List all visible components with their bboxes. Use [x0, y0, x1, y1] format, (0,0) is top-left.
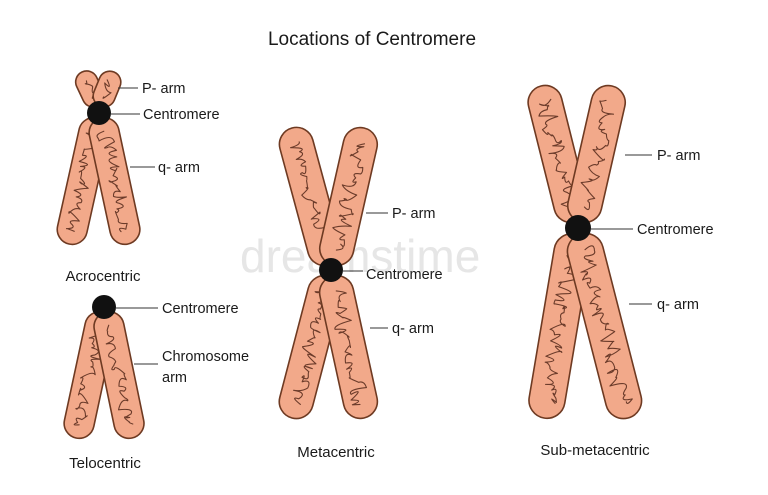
watermark: dreamstime [240, 230, 480, 282]
telocentric-caption: Telocentric [69, 455, 141, 472]
metacentric-q-arm-label: q- arm [392, 321, 434, 337]
metacentric-centromere [319, 258, 343, 282]
diagram-title: Locations of Centromere [268, 29, 476, 50]
acrocentric-q-arm-label: q- arm [158, 160, 200, 176]
submetacentric-p-arm-right-chromatin [580, 99, 615, 211]
submetacentric-q-arm-label: q- arm [657, 297, 699, 313]
metacentric-chromosome: P- arm Centromere q- arm Metacentric [278, 126, 443, 461]
submetacentric-chromosome: P- arm Centromere q- arm Sub-metacentric [527, 84, 714, 459]
telocentric-arm-label-line1: Chromosome [162, 349, 249, 365]
metacentric-p-arm-label: P- arm [392, 206, 436, 222]
acrocentric-centromere [87, 101, 111, 125]
acrocentric-chromosome: P- arm Centromere q- arm Acrocentric [56, 70, 220, 285]
telocentric-centromere-label: Centromere [162, 301, 239, 317]
submetacentric-q-arm-left-chromatin [544, 249, 578, 404]
submetacentric-p-arm-label: P- arm [657, 148, 701, 164]
telocentric-arm-left-chromatin [73, 323, 107, 426]
submetacentric-q-arm-right-chromatin [580, 245, 633, 404]
metacentric-q-arm-right-chromatin [334, 290, 368, 406]
telocentric-centromere [92, 295, 116, 319]
metacentric-centromere-label: Centromere [366, 267, 443, 283]
submetacentric-centromere-label: Centromere [637, 222, 714, 238]
metacentric-p-arm-right-chromatin [332, 143, 366, 251]
metacentric-caption: Metacentric [297, 444, 375, 461]
telocentric-chromosome: Centromere Chromosome arm Telocentric [63, 295, 249, 472]
telocentric-arm-right [93, 310, 145, 440]
telocentric-arm-right-chromatin [105, 324, 134, 425]
acrocentric-p-arm-right-chromatin [102, 79, 112, 99]
acrocentric-caption: Acrocentric [65, 268, 141, 285]
submetacentric-centromere [565, 215, 591, 241]
telocentric-arm-label-line2: arm [162, 370, 187, 386]
metacentric-q-arm-left-chromatin [293, 290, 333, 405]
acrocentric-centromere-label: Centromere [143, 107, 220, 123]
acrocentric-p-arm-label: P- arm [142, 81, 186, 97]
submetacentric-caption: Sub-metacentric [540, 442, 650, 459]
